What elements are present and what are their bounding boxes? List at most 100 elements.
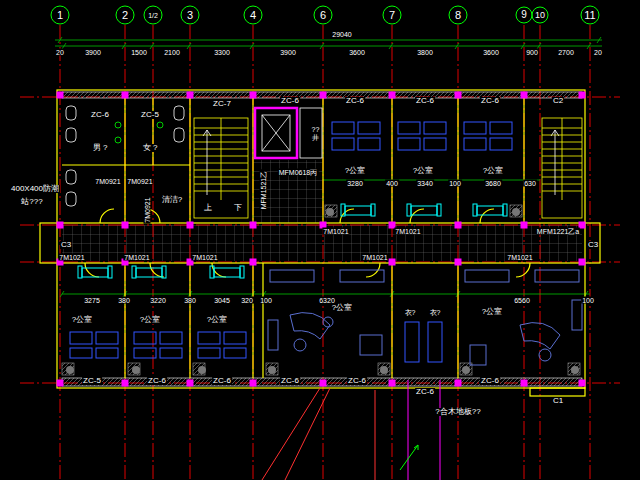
dimension: 29040 (331, 31, 352, 38)
room-name: ?公室 (331, 304, 353, 312)
room-name: ?公室 (482, 167, 504, 175)
structural-column (193, 363, 205, 375)
desk (424, 122, 446, 134)
dimension: 3600 (482, 49, 500, 56)
column (57, 222, 64, 229)
room-name: 男 ? (92, 144, 109, 152)
floor-tiles (62, 225, 582, 261)
column (57, 92, 64, 99)
door-code: MFM1221乙a (536, 228, 580, 235)
window-band (62, 378, 582, 386)
dimension: 3045 (213, 297, 231, 304)
office-furniture (360, 335, 382, 355)
desk (332, 122, 354, 134)
plant (66, 366, 74, 374)
wall (40, 223, 600, 263)
leader-line (375, 390, 376, 480)
window-code: ZC-6 (280, 97, 300, 105)
axis-number: 4 (249, 10, 257, 21)
elevator (300, 108, 322, 158)
sofa (136, 268, 162, 277)
door-code: 7M1021 (58, 254, 85, 261)
column (250, 259, 257, 266)
structural-column (266, 363, 278, 375)
door-code: 7M0921 (144, 196, 151, 223)
dimension: 3275 (83, 297, 101, 304)
elevator (262, 115, 290, 151)
floor-tiles (62, 160, 582, 261)
desk (70, 332, 92, 344)
column (455, 222, 462, 229)
column (579, 259, 586, 266)
axis-number: 1/2 (147, 12, 159, 19)
wall (262, 263, 263, 378)
wall (252, 263, 253, 378)
office-furniture (270, 270, 314, 282)
axis-number: 2 (121, 10, 129, 21)
column (579, 92, 586, 99)
sanitary-fixture (174, 106, 184, 120)
wall (40, 90, 600, 396)
wall (152, 98, 153, 165)
desk (70, 122, 512, 362)
plant (326, 208, 334, 216)
desk (134, 348, 156, 358)
plant (571, 366, 579, 374)
structural-column (378, 363, 390, 375)
leader-line (285, 388, 330, 480)
column (57, 92, 586, 387)
floor-tiles (253, 160, 323, 223)
door-code: MFM1521乙 (260, 170, 267, 211)
dimension-line (58, 37, 601, 49)
leader-line (440, 380, 441, 480)
dimension: 2100 (163, 49, 181, 56)
sanitary-fixture (157, 122, 163, 128)
sofa (82, 268, 108, 277)
sofa (371, 204, 375, 216)
wall (189, 98, 190, 223)
window-code: ZC-6 (480, 377, 500, 385)
window-code: ZC-6 (147, 377, 167, 385)
desk (198, 348, 220, 358)
sofa (437, 204, 441, 216)
desk (224, 348, 246, 358)
office-furniture (268, 270, 582, 365)
wall (124, 98, 125, 223)
sofa (411, 206, 437, 215)
desk (358, 122, 380, 134)
axis-number: 3 (186, 10, 194, 21)
window-code: ZC-7 (212, 100, 232, 108)
stair (542, 128, 582, 191)
office-furniture (268, 320, 278, 350)
desk (405, 322, 419, 362)
elevator (262, 115, 290, 151)
sofa (240, 266, 244, 278)
desk (160, 348, 182, 358)
sofa (407, 204, 411, 216)
desk (198, 332, 220, 344)
desk (224, 332, 246, 344)
wall (252, 98, 253, 223)
window-code: ZC-6 (415, 388, 435, 396)
sofa (162, 266, 166, 278)
dimension-line (55, 37, 602, 297)
stair (221, 118, 222, 200)
desk (358, 138, 380, 150)
door-code: 7M0921 (94, 178, 121, 185)
sofa (210, 266, 214, 278)
axis-bubble (244, 6, 262, 24)
sofa (341, 204, 345, 216)
axis-bubble (516, 7, 532, 23)
axis-bubble (532, 7, 548, 23)
note: 站??? (20, 198, 43, 206)
column (455, 380, 462, 387)
room-name: 清洁? (161, 196, 183, 204)
column (57, 380, 64, 387)
axis-bubble (51, 6, 69, 24)
desk (490, 122, 512, 134)
axis-bubble (314, 6, 332, 24)
column (250, 222, 257, 229)
dimension: 320 (240, 297, 254, 304)
room-name: ?公室 (481, 308, 503, 316)
